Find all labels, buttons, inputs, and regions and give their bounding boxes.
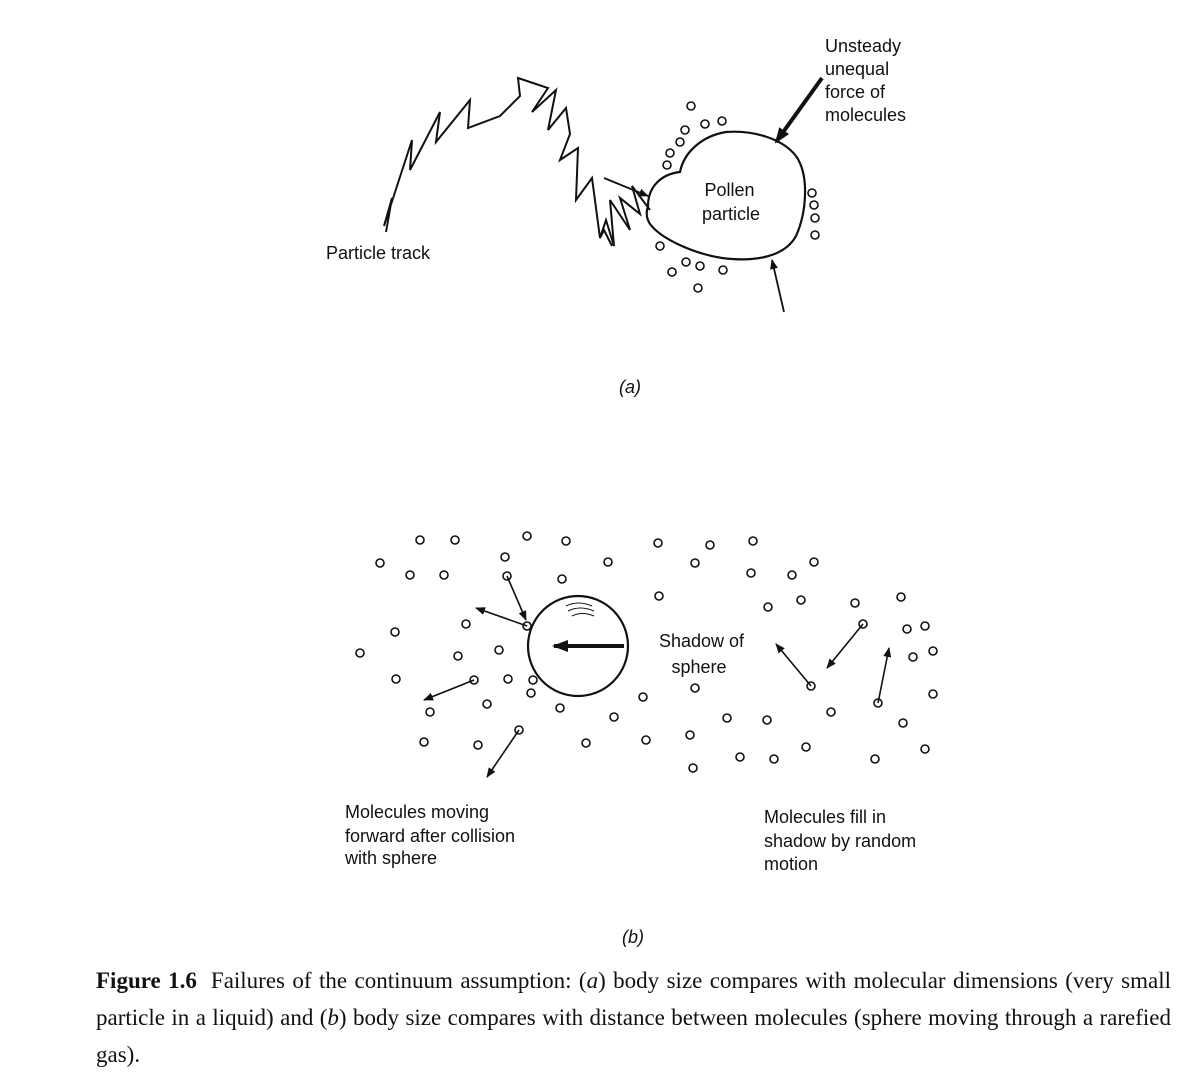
impact-arrow-bottom — [770, 259, 785, 313]
molecule-arrows-b — [423, 575, 892, 778]
panel-a-label: (a) — [619, 377, 641, 397]
shadow-label: Shadow of sphere — [659, 631, 749, 677]
force-label: Unsteady unequal force of molecules — [825, 36, 906, 125]
molecules-a — [655, 101, 820, 293]
panel-b-label: (b) — [622, 927, 644, 947]
sphere — [526, 594, 630, 698]
pollen-label: Pollen particle — [702, 180, 760, 224]
figure-number: Figure 1.6 — [96, 968, 197, 993]
sphere-highlight — [565, 602, 595, 617]
left-molecules-label: Molecules moving forward after collision… — [344, 802, 520, 868]
particle-track-label: Particle track — [326, 243, 431, 263]
molecules-b — [355, 531, 938, 773]
panel-b: Shadow of sphere Molecules moving forwar… — [344, 531, 938, 947]
pollen-particle — [645, 130, 807, 261]
continuum-figure: Pollen particle Unsteady unequal force o… — [326, 36, 938, 947]
right-molecules-label: Molecules fill in shadow by random motio… — [764, 807, 921, 874]
impact-arrow-top-right — [774, 76, 824, 144]
impact-arrow-left — [603, 177, 649, 197]
particle-track — [383, 76, 651, 247]
panel-a: Pollen particle Unsteady unequal force o… — [326, 36, 906, 397]
